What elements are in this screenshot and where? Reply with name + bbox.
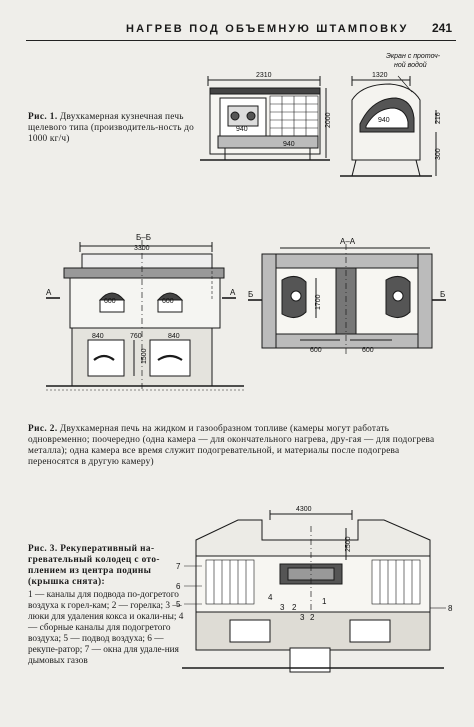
running-header: НАГРЕВ ПОД ОБЪЕМНУЮ ШТАМПОВКУ 241 — [26, 18, 456, 41]
fig3-label-6: 6 — [176, 582, 181, 591]
fig2-mark-b2: Б — [440, 290, 445, 299]
figure-2-drawing: Б–Б А–А 3300 600 600 840 760 840 1500 17… — [46, 233, 446, 392]
page-number: 241 — [431, 21, 452, 35]
figure-3-caption-lead: Рис. 3. Рекуперативный на-гревательный к… — [28, 544, 160, 587]
fig1-dim-chamber-inner-2: 940 — [283, 141, 295, 148]
figure-1-drawing: 2310 2000 940 940 1320 940 216 300 Экран… — [200, 53, 442, 177]
fig3-dim-4300: 4300 — [296, 506, 312, 513]
figure-1-caption-body: Двухкамерная кузнечная печь щелевого тип… — [28, 112, 195, 144]
fig2-section-bb: Б–Б — [136, 233, 151, 242]
fig2-dim-760: 760 — [130, 333, 142, 340]
fig2-section-aa: А–А — [340, 237, 356, 246]
figure-2-caption-lead: Рис. 2. — [28, 424, 58, 434]
fig3-label-8: 8 — [448, 604, 453, 613]
fig3-label-2: 2 — [292, 603, 297, 612]
fig2-dim-600-b: 600 — [162, 298, 174, 305]
fig2-mark-a1: А — [46, 288, 52, 297]
figure-2-caption-body: Двухкамерная печь на жидком и газообразн… — [28, 424, 435, 467]
figure-3-caption: Рис. 3. Рекуперативный на-гревательный к… — [28, 544, 184, 667]
fig1-dim-height-total: 2000 — [325, 112, 332, 128]
fig2-dim-600-a: 600 — [104, 298, 116, 305]
fig1-dim-h216: 216 — [435, 112, 442, 124]
fig2-dim-3300: 3300 — [134, 245, 150, 252]
figure-2-caption: Рис. 2. Двухкамерная печь на жидком и га… — [28, 424, 448, 468]
fig2-dim-600-d: 600 — [362, 347, 374, 354]
fig3-label-2b: 2 — [310, 613, 315, 622]
fig2-dim-1700: 1700 — [315, 294, 322, 310]
fig2-dim-600-c: 600 — [310, 347, 322, 354]
fig3-label-3: 3 — [280, 603, 285, 612]
fig1-dim-side-width: 1320 — [372, 72, 388, 79]
fig2-mark-b1: Б — [248, 290, 253, 299]
fig2-dim-840: 840 — [92, 333, 104, 340]
fig2-dim-840-b: 840 — [168, 333, 180, 340]
fig1-screen-note-1: Экран с проточ- — [386, 53, 441, 60]
fig2-mark-a2: А — [230, 288, 236, 297]
figure-1-caption-lead: Рис. 1. — [28, 112, 58, 122]
fig3-dim-2500: 2500 — [345, 536, 352, 552]
fig1-dim-chamber-inner: 940 — [236, 126, 248, 133]
fig1-dim-right-940: 940 — [378, 117, 390, 124]
fig2-dim-1500: 1500 — [141, 348, 148, 364]
fig3-label-5: 5 — [176, 600, 181, 609]
fig3-label-1: 1 — [322, 597, 327, 606]
figure-1-caption: Рис. 1. Двухкамерная кузнечная печь щеле… — [28, 112, 200, 145]
fig1-dim-width-total: 2310 — [256, 72, 272, 79]
fig1-screen-note-2: ной водой — [394, 61, 427, 69]
fig3-label-4: 4 — [268, 593, 273, 602]
figure-3-legend: 1 — каналы для подвода по-догретого возд… — [28, 590, 184, 666]
running-title: НАГРЕВ ПОД ОБЪЕМНУЮ ШТАМПОВКУ — [126, 23, 409, 35]
fig3-label-3b: 3 — [300, 613, 305, 622]
fig3-label-7: 7 — [176, 562, 181, 571]
fig1-dim-h300: 300 — [435, 148, 442, 160]
